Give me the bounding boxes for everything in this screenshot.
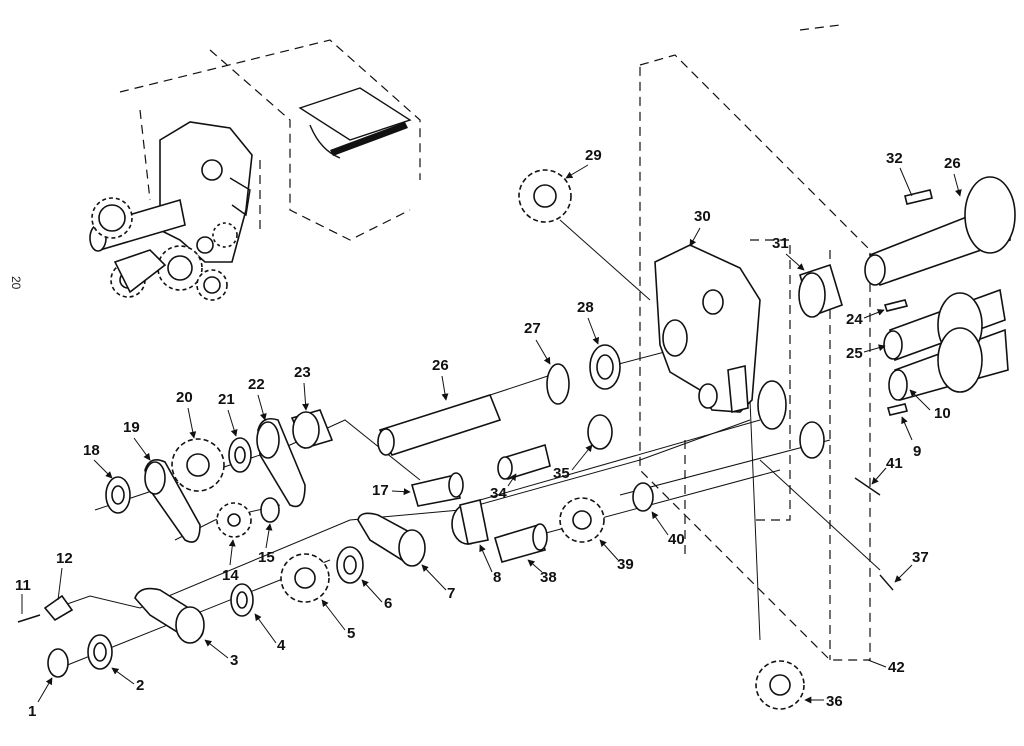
page-number: 20	[9, 276, 23, 290]
callout-2: 2	[136, 677, 144, 694]
callout-32: 32	[886, 150, 903, 167]
callout-28: 28	[577, 299, 594, 316]
exploded-parts	[17, 169, 1016, 710]
callout-41: 41	[886, 455, 903, 472]
callout-4: 4	[277, 637, 286, 654]
callout-24: 24	[846, 311, 863, 328]
callout-36: 36	[826, 693, 843, 710]
callout-labels: 1 2 3 4 5 6 7 8 9 10 11 12 14 15 17 18 1…	[15, 147, 962, 720]
callout-6: 6	[384, 595, 392, 612]
callout-26-right: 26	[944, 155, 961, 172]
callout-26-left: 26	[432, 357, 449, 374]
callout-8: 8	[493, 569, 501, 586]
callout-38: 38	[540, 569, 557, 586]
frame-plate-42	[639, 24, 871, 661]
callout-5: 5	[347, 625, 355, 642]
callout-35: 35	[553, 465, 570, 482]
callout-42: 42	[888, 659, 905, 676]
callout-12: 12	[56, 550, 73, 567]
callout-31: 31	[772, 235, 789, 252]
callout-37: 37	[912, 549, 929, 566]
callout-19: 19	[123, 419, 140, 436]
callout-17: 17	[372, 482, 389, 499]
callout-25: 25	[846, 345, 863, 362]
callout-3: 3	[230, 652, 238, 669]
callout-21: 21	[218, 391, 235, 408]
callout-22: 22	[248, 376, 265, 393]
callout-15: 15	[258, 549, 275, 566]
callout-29: 29	[585, 147, 602, 164]
callout-20: 20	[176, 389, 193, 406]
callout-11: 11	[15, 577, 31, 594]
callout-40: 40	[668, 531, 685, 548]
callout-39: 39	[617, 556, 634, 573]
callout-10: 10	[934, 405, 951, 422]
callout-34: 34	[490, 485, 507, 502]
callout-7: 7	[447, 585, 455, 602]
callout-30: 30	[694, 208, 711, 225]
callout-18: 18	[83, 442, 100, 459]
callout-9: 9	[913, 443, 921, 460]
callout-23: 23	[294, 364, 311, 381]
callout-27: 27	[524, 320, 541, 337]
assembly-inset	[89, 39, 421, 301]
callout-1: 1	[28, 703, 36, 720]
callout-14: 14	[222, 567, 239, 584]
